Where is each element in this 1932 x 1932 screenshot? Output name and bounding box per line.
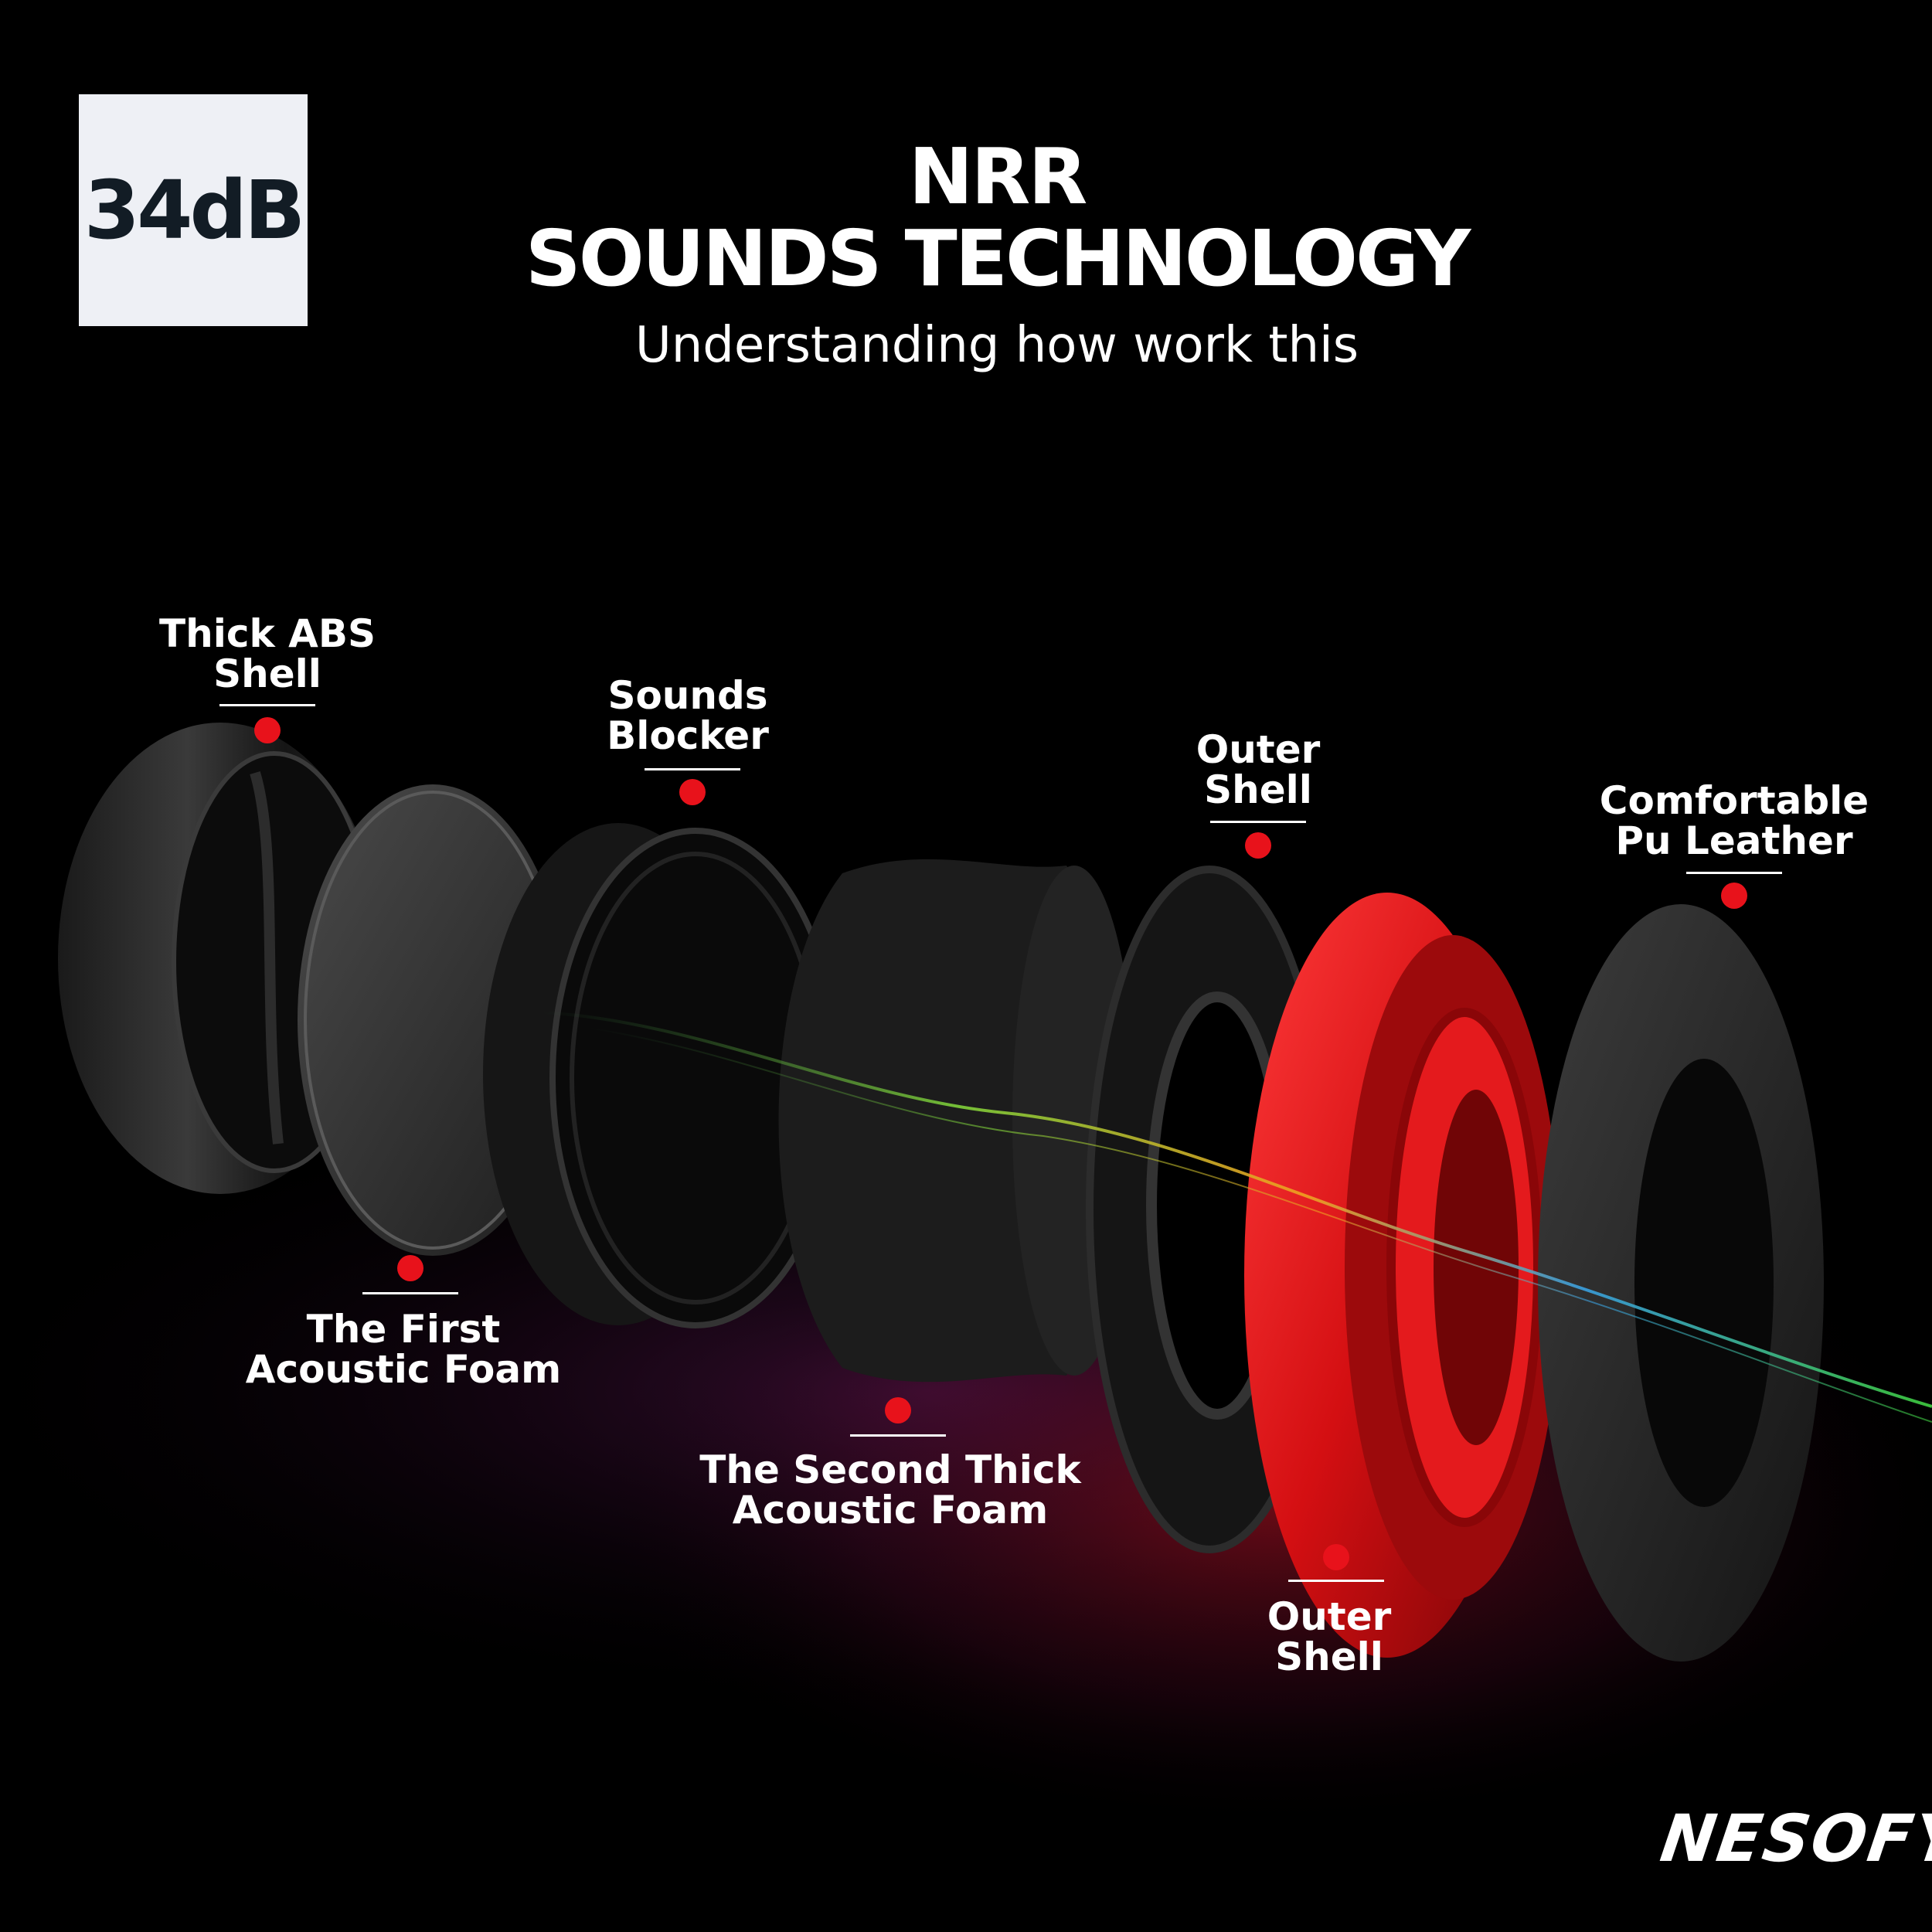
label-underline: [1210, 821, 1306, 823]
heading-line-1: NRR: [908, 131, 1088, 222]
label-line: Blocker: [607, 713, 769, 758]
label-line: The First: [306, 1307, 501, 1352]
label-line: Acoustic Foam: [245, 1347, 562, 1392]
label-sounds-blocker: Sounds Blocker: [487, 675, 889, 756]
marker-dot: [1721, 883, 1747, 909]
marker-dot: [397, 1255, 423, 1281]
label-abs-shell: Thick ABS Shell: [66, 614, 468, 694]
marker-dot: [679, 779, 706, 805]
label-line: Acoustic Foam: [732, 1488, 1049, 1532]
sound-wave: [540, 1011, 1932, 1408]
label-line: Pu Leather: [1615, 818, 1853, 863]
label-first-foam: The First Acoustic Foam: [202, 1309, 604, 1389]
label-line: Outer: [1267, 1594, 1392, 1639]
label-underline: [1288, 1580, 1384, 1582]
second-foam-part: [778, 859, 1136, 1383]
label-underline: [362, 1292, 458, 1294]
label-line: Shell: [1275, 1634, 1383, 1679]
label-underline: [850, 1434, 946, 1437]
brand-logo: NESOFY: [1656, 1801, 1932, 1876]
sounds-blocker-part: [483, 823, 842, 1328]
label-underline: [645, 768, 740, 770]
label-second-foam: The Second Thick Acoustic Foam: [689, 1450, 1091, 1530]
label-line: Comfortable: [1599, 778, 1869, 823]
noise-reduction-badge: 34dB: [79, 94, 308, 326]
label-outer-shell-black: Outer Shell: [1057, 730, 1459, 810]
label-line: The Second Thick: [699, 1447, 1081, 1492]
label-line: Shell: [1204, 767, 1312, 812]
label-line: Thick ABS: [159, 611, 376, 656]
marker-dot: [885, 1397, 911, 1423]
heading-line-2: SOUNDS TECHNOLOGY: [525, 213, 1471, 304]
marker-dot: [254, 717, 281, 743]
heading-subtitle: Understanding how work this: [634, 317, 1359, 374]
label-pu-leather: Comfortable Pu Leather: [1533, 781, 1932, 861]
label-outer-shell-red: Outer Shell: [1128, 1597, 1530, 1677]
label-underline: [219, 704, 315, 706]
label-line: Outer: [1196, 727, 1321, 772]
label-underline: [1686, 872, 1782, 874]
marker-dot: [1323, 1544, 1349, 1570]
outer-shell-red-part: [1244, 893, 1561, 1658]
badge-value: 34dB: [83, 163, 305, 257]
pu-leather-part: [1538, 904, 1824, 1662]
label-line: Shell: [213, 651, 321, 696]
marker-dot: [1245, 832, 1271, 859]
label-line: Sounds: [607, 673, 768, 718]
